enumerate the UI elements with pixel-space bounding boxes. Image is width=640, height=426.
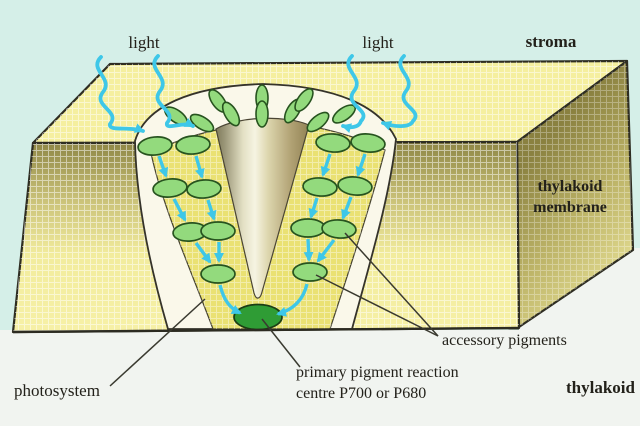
energy-transfer-arrow [341, 196, 353, 220]
membrane-right-face [515, 59, 635, 329]
energy-transfer-arrow [218, 284, 242, 315]
energy-transfer-arrow [276, 283, 309, 317]
energy-transfer-arrows [157, 153, 367, 317]
thylakoid-membrane-label: thylakoid membrane [533, 178, 607, 216]
energy-transfer-arrow [308, 197, 319, 219]
accessory-pigment [200, 264, 236, 284]
accessory-pigment [294, 88, 314, 112]
accessory-pigment [306, 111, 330, 133]
light-wave-arrows [95, 54, 418, 134]
thylakoid-interior-background [0, 330, 640, 426]
energy-transfer-arrow [316, 238, 336, 263]
energy-transfer-arrow [194, 155, 205, 179]
reaction-centre-label: primary pigment reaction centre P700 or … [296, 364, 459, 402]
label-pointer-line [315, 274, 439, 337]
accessory-pigment-rim-group [164, 84, 356, 133]
accessory-pigment [152, 178, 188, 198]
energy-transfer-arrow [320, 153, 332, 177]
light-label-right: light [362, 33, 394, 52]
label-pointer-line [261, 318, 301, 368]
accessory-pigment [200, 221, 236, 241]
energy-transfer-arrow [206, 199, 217, 221]
accessory-pigment [290, 218, 326, 238]
thylakoid-label: thylakoid [566, 378, 635, 397]
accessory-pigments-label: accessory pigments [442, 332, 567, 349]
accessory-pigment [255, 100, 269, 128]
energy-transfer-arrow [355, 153, 367, 177]
label-pointer-lines [109, 232, 439, 387]
energy-transfer-arrow [194, 241, 212, 264]
light-wave-arrow [341, 54, 366, 134]
label-pointer-line [344, 232, 439, 337]
accessory-pigment [221, 101, 241, 127]
accessory-pigment [337, 176, 373, 196]
reaction-centre [233, 303, 283, 331]
background-corner [519, 248, 640, 331]
light-wave-arrow [152, 54, 195, 129]
light-wave-arrow [381, 54, 418, 131]
accessory-pigment [175, 135, 211, 155]
accessory-pigment [350, 133, 386, 153]
photosystem-label: photosystem [14, 381, 100, 400]
stroma-label: stroma [525, 32, 577, 51]
accessory-pigment-column-group [137, 133, 386, 284]
accessory-pigment [189, 113, 215, 133]
energy-transfer-arrow [172, 198, 187, 222]
light-label-left: light [128, 33, 160, 52]
accessory-pigment [315, 133, 351, 153]
accessory-pigment [137, 136, 173, 156]
accessory-pigment [321, 219, 357, 239]
label-pointer-line [109, 298, 206, 387]
energy-transfer-arrow [157, 155, 169, 178]
energy-transfer-arrow [303, 238, 314, 262]
accessory-pigment [302, 177, 338, 197]
membrane-bottom-edge [12, 326, 520, 334]
accessory-pigment [186, 179, 222, 199]
light-wave-arrow [95, 55, 145, 133]
